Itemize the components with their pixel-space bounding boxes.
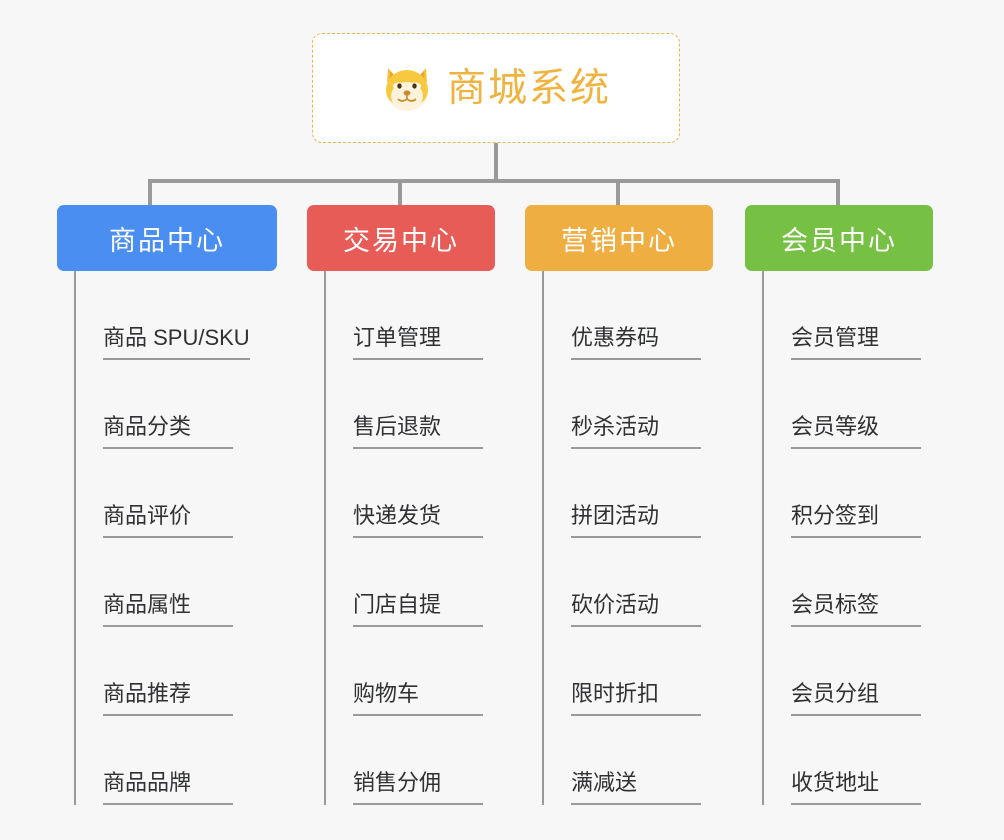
leaf-label: 优惠券码 xyxy=(571,327,701,360)
shiba-dog-face-icon xyxy=(381,62,433,114)
leaf-label: 拼团活动 xyxy=(571,505,701,538)
branch-column-product: 商品中心 商品 SPU/SKU 商品分类 商品评价 商品属性 商品推荐 商品品牌 xyxy=(57,205,277,805)
connector-drop-2 xyxy=(398,179,402,207)
leaf-label: 订单管理 xyxy=(353,327,483,360)
leaf-item[interactable]: 门店自提 xyxy=(307,538,527,627)
connector-root-stem xyxy=(494,143,498,181)
leaf-item[interactable]: 会员等级 xyxy=(745,360,965,449)
leaf-item[interactable]: 商品推荐 xyxy=(57,627,277,716)
branch-header-trade[interactable]: 交易中心 xyxy=(307,205,495,271)
leaf-item[interactable]: 销售分佣 xyxy=(307,716,527,805)
leaf-item[interactable]: 秒杀活动 xyxy=(525,360,745,449)
leaf-item[interactable]: 积分签到 xyxy=(745,449,965,538)
leaf-item[interactable]: 砍价活动 xyxy=(525,538,745,627)
leaf-item[interactable]: 商品评价 xyxy=(57,449,277,538)
branch-items-trade: 订单管理 售后退款 快递发货 门店自提 购物车 销售分佣 xyxy=(307,271,527,805)
leaf-label: 门店自提 xyxy=(353,594,483,627)
branch-spine xyxy=(762,271,764,805)
leaf-label: 售后退款 xyxy=(353,416,483,449)
leaf-item[interactable]: 优惠券码 xyxy=(525,271,745,360)
branch-header-product[interactable]: 商品中心 xyxy=(57,205,277,271)
branch-header-member[interactable]: 会员中心 xyxy=(745,205,933,271)
branch-header-label: 交易中心 xyxy=(343,225,459,256)
leaf-label: 会员标签 xyxy=(791,594,921,627)
leaf-label: 商品评价 xyxy=(103,505,233,538)
leaf-item[interactable]: 会员管理 xyxy=(745,271,965,360)
leaf-label: 砍价活动 xyxy=(571,594,701,627)
leaf-label: 商品推荐 xyxy=(103,683,233,716)
leaf-item[interactable]: 会员分组 xyxy=(745,627,965,716)
leaf-item[interactable]: 售后退款 xyxy=(307,360,527,449)
branch-spine xyxy=(542,271,544,805)
leaf-label: 收货地址 xyxy=(791,772,921,805)
leaf-label: 商品属性 xyxy=(103,594,233,627)
leaf-label: 秒杀活动 xyxy=(571,416,701,449)
leaf-label: 会员等级 xyxy=(791,416,921,449)
leaf-item[interactable]: 商品品牌 xyxy=(57,716,277,805)
branch-items-product: 商品 SPU/SKU 商品分类 商品评价 商品属性 商品推荐 商品品牌 xyxy=(57,271,277,805)
leaf-label: 会员管理 xyxy=(791,327,921,360)
branch-spine xyxy=(324,271,326,805)
leaf-item[interactable]: 购物车 xyxy=(307,627,527,716)
leaf-label: 商品分类 xyxy=(103,416,233,449)
branch-column-member: 会员中心 会员管理 会员等级 积分签到 会员标签 会员分组 收货地址 xyxy=(745,205,965,805)
leaf-label: 商品 SPU/SKU xyxy=(103,327,250,360)
leaf-item[interactable]: 商品 SPU/SKU xyxy=(57,271,277,360)
leaf-label: 商品品牌 xyxy=(103,772,233,805)
branch-header-label: 商品中心 xyxy=(109,225,225,256)
connector-drop-1 xyxy=(148,179,152,207)
branch-items-member: 会员管理 会员等级 积分签到 会员标签 会员分组 收货地址 xyxy=(745,271,965,805)
leaf-item[interactable]: 快递发货 xyxy=(307,449,527,538)
leaf-label: 会员分组 xyxy=(791,683,921,716)
branch-items-marketing: 优惠券码 秒杀活动 拼团活动 砍价活动 限时折扣 满减送 xyxy=(525,271,745,805)
connector-drop-4 xyxy=(836,179,840,207)
leaf-item[interactable]: 满减送 xyxy=(525,716,745,805)
connector-drop-3 xyxy=(616,179,620,207)
leaf-label: 满减送 xyxy=(571,772,701,805)
leaf-item[interactable]: 会员标签 xyxy=(745,538,965,627)
branch-column-marketing: 营销中心 优惠券码 秒杀活动 拼团活动 砍价活动 限时折扣 满减送 xyxy=(525,205,745,805)
branch-header-label: 营销中心 xyxy=(561,225,677,256)
branch-header-label: 会员中心 xyxy=(781,225,897,256)
leaf-label: 限时折扣 xyxy=(571,683,701,716)
leaf-item[interactable]: 商品属性 xyxy=(57,538,277,627)
leaf-item[interactable]: 商品分类 xyxy=(57,360,277,449)
leaf-label: 积分签到 xyxy=(791,505,921,538)
leaf-label: 销售分佣 xyxy=(353,772,483,805)
root-title: 商城系统 xyxy=(446,66,611,110)
leaf-item[interactable]: 限时折扣 xyxy=(525,627,745,716)
leaf-item[interactable]: 拼团活动 xyxy=(525,449,745,538)
leaf-item[interactable]: 收货地址 xyxy=(745,716,965,805)
branch-spine xyxy=(74,271,76,805)
leaf-item[interactable]: 订单管理 xyxy=(307,271,527,360)
branch-column-trade: 交易中心 订单管理 售后退款 快递发货 门店自提 购物车 销售分佣 xyxy=(307,205,527,805)
branch-header-marketing[interactable]: 营销中心 xyxy=(525,205,713,271)
root-node-shop-system[interactable]: 商城系统 xyxy=(312,33,680,143)
connector-horizontal-bus xyxy=(148,179,840,183)
leaf-label: 购物车 xyxy=(353,683,483,716)
leaf-label: 快递发货 xyxy=(353,505,483,538)
